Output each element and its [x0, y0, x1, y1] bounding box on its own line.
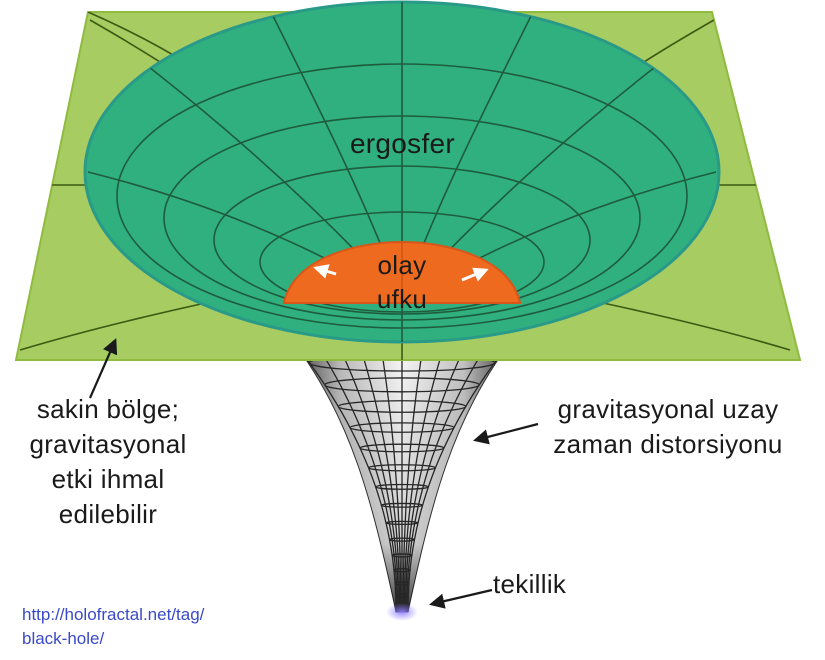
funnel-meridian — [402, 339, 425, 612]
quiet-zone-label-line3: etki ihmal — [51, 464, 165, 494]
ergosphere-label: ergosfer — [349, 128, 456, 159]
distortion-label-line2: zaman distorsiyonu — [553, 429, 783, 459]
singularity-arrow — [429, 588, 493, 609]
funnel-meridian — [407, 339, 513, 613]
funnel-meridian — [406, 339, 491, 613]
distortion-arrow — [473, 422, 539, 445]
source-url-line2[interactable]: black-hole/ — [22, 629, 105, 648]
event-horizon — [282, 240, 522, 304]
funnel-meridian — [357, 339, 401, 612]
quiet-zone-label-line4: edilebilir — [58, 499, 158, 529]
funnel-meridian — [335, 339, 400, 612]
singularity-glow — [386, 603, 418, 621]
event-horizon-label-line2: ufku — [376, 284, 428, 314]
funnel-grid — [291, 339, 513, 613]
quiet-zone-arrow — [88, 338, 118, 399]
ergosphere-grid — [87, 2, 717, 342]
horizon-arrow-left — [313, 264, 337, 279]
gravity-funnel — [291, 339, 513, 621]
funnel-meridian — [403, 339, 447, 612]
ergosphere — [83, 0, 721, 344]
funnel-meridian — [379, 339, 402, 612]
quiet-zone-label-line2: gravitasyonal — [29, 429, 187, 459]
quiet-zone-label-line1: sakin bölge; — [36, 394, 180, 424]
distortion-label-line1: gravitasyonal uzay — [557, 394, 779, 424]
funnel-meridian — [313, 339, 398, 613]
source-url-line1[interactable]: http://holofractal.net/tag/ — [22, 605, 205, 624]
singularity-label: tekillik — [493, 569, 567, 599]
horizon-arrow-right — [461, 267, 489, 282]
event-horizon-label-line1: olay — [377, 250, 427, 280]
funnel-meridian — [404, 339, 469, 612]
funnel-meridian — [291, 339, 397, 613]
